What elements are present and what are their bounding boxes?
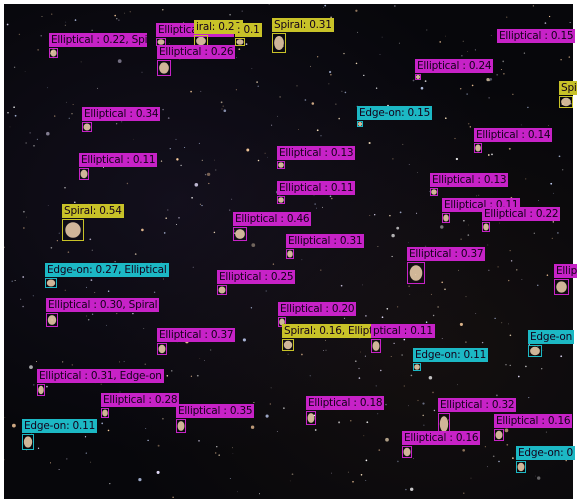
detection-label: Elliptical : 0.16	[402, 431, 481, 445]
bounding-box	[554, 279, 569, 295]
bounding-box	[474, 143, 482, 153]
detection-label: Elliptical : 0.35	[176, 404, 255, 418]
detection-label: Ellip	[554, 264, 577, 278]
bounding-box	[272, 33, 286, 53]
detection-label: Elliptical : 0.11	[79, 153, 158, 167]
detection-label: Spi	[559, 81, 577, 95]
detection-label: Elliptical : 0.15	[497, 29, 576, 43]
detection-label: Edge-on: 0	[516, 446, 576, 460]
bounding-box	[235, 38, 245, 46]
detection-label: Edge-on: 0.27, Elliptical	[45, 263, 169, 277]
bounding-box	[49, 48, 58, 58]
detection-label: Edge-on	[528, 330, 575, 344]
bounding-box	[217, 285, 227, 295]
bounding-box	[286, 249, 294, 259]
bounding-box	[430, 188, 438, 196]
bounding-box	[528, 345, 542, 357]
detection-label: Edge-on: 0.11	[22, 419, 98, 433]
detection-label: Elliptical : 0.16	[494, 414, 573, 428]
bounding-box	[357, 121, 363, 127]
bounding-box	[45, 278, 57, 288]
detection-label: Spiral: 0.16, Elliptical	[282, 324, 393, 338]
detection-label: Edge-on: 0.15	[357, 106, 433, 120]
bounding-box	[37, 384, 45, 396]
bounding-box	[62, 219, 84, 241]
detection-label: Elliptical : 0.30, Spiral	[46, 298, 160, 312]
bounding-box	[516, 461, 526, 473]
detection-label: Elliptical : 0.32	[438, 398, 517, 412]
detection-label: Elliptical : 0.31, Edge-on	[37, 369, 164, 383]
bounding-box	[46, 313, 58, 327]
bounding-box	[233, 227, 247, 241]
detection-label: Edge-on: 0.11	[413, 348, 489, 362]
detection-label: ptical : 0.11	[371, 324, 435, 338]
bounding-box	[157, 343, 167, 355]
detection-label: Elliptical : 0.22	[482, 207, 561, 221]
detection-label: Spiral: 0.31	[272, 18, 334, 32]
detection-label: Elliptical : 0.11	[277, 181, 356, 195]
detection-label: Elliptical : 0.18	[306, 396, 385, 410]
detection-label: Elliptical : 0.13	[277, 146, 356, 160]
bounding-box	[559, 96, 573, 108]
bounding-box	[79, 168, 89, 180]
bounding-box	[306, 411, 316, 425]
bounding-box	[402, 446, 412, 458]
detection-label: Elliptical : 0.22, Spi	[49, 33, 147, 47]
bounding-box	[282, 339, 294, 351]
detection-label: : 0.1	[235, 23, 262, 37]
bounding-box	[407, 262, 425, 284]
detection-label: Elliptical : 0.13	[430, 173, 509, 187]
detection-label: Elliptical : 0.46	[233, 212, 312, 226]
detection-label: iral: 0.20	[194, 20, 243, 34]
detection-label: Spiral: 0.54	[62, 204, 124, 218]
bounding-box	[176, 419, 186, 433]
bounding-box	[82, 122, 92, 132]
bounding-box	[442, 213, 450, 223]
bounding-box	[371, 339, 381, 353]
bounding-box	[22, 434, 34, 450]
detection-label: Elliptical : 0.24	[415, 59, 494, 73]
detection-label: Elliptical : 0.20	[278, 302, 357, 316]
bounding-box	[482, 222, 490, 232]
detection-label: Elliptical : 0.31	[286, 234, 365, 248]
starfield-background	[4, 4, 572, 498]
detection-label: Elliptical : 0.28	[101, 393, 180, 407]
detection-label: Elliptical : 0.37	[157, 328, 236, 342]
bounding-box	[101, 408, 109, 418]
detection-label: Elliptical : 0.25	[217, 270, 296, 284]
detection-label: Elliptical : 0.14	[474, 128, 553, 142]
bounding-box	[413, 363, 421, 371]
bounding-box	[277, 161, 285, 169]
detection-label: Elliptical : 0.34	[82, 107, 161, 121]
bounding-box	[277, 196, 285, 204]
detection-label: Elliptical : 0.37	[407, 247, 486, 261]
detection-label: Elliptical : 0.26	[157, 45, 236, 59]
bounding-box	[157, 60, 171, 76]
bounding-box	[494, 429, 504, 441]
bounding-box	[415, 74, 421, 80]
